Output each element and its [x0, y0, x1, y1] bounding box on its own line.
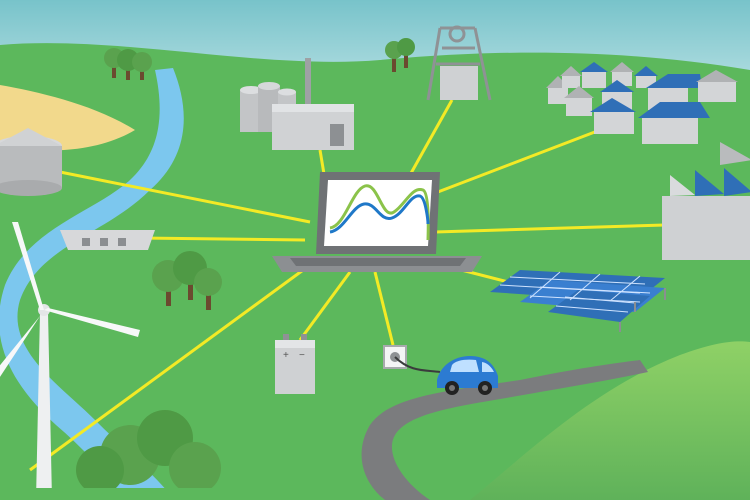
factory-icon	[240, 58, 354, 150]
wind-turbine-icon	[0, 222, 140, 500]
svg-text:+: +	[283, 350, 289, 361]
svg-text:−: −	[299, 350, 305, 361]
village	[546, 62, 738, 144]
electric-car-icon	[437, 356, 498, 395]
tree-icon	[104, 48, 152, 80]
tree-icon	[152, 251, 222, 310]
power-lines	[29, 99, 666, 472]
battery-icon: + −	[275, 334, 315, 394]
road	[361, 360, 648, 500]
dam-icon	[60, 230, 155, 250]
tree-icon	[0, 410, 230, 500]
house-icon	[580, 62, 608, 88]
silo-icon	[0, 128, 62, 196]
house-icon	[696, 70, 738, 102]
right-hill	[470, 341, 750, 500]
house-icon	[638, 102, 710, 144]
plug-icon	[383, 345, 441, 373]
house-icon	[590, 98, 636, 134]
mine-building	[440, 66, 478, 100]
tree-icon	[385, 38, 415, 72]
house-icon	[560, 66, 582, 88]
house-icon	[564, 86, 594, 116]
solar-panel-icon	[490, 270, 666, 332]
laptop-icon	[272, 172, 482, 272]
mine-tower-icon	[426, 25, 492, 101]
factory-icon	[662, 142, 750, 260]
